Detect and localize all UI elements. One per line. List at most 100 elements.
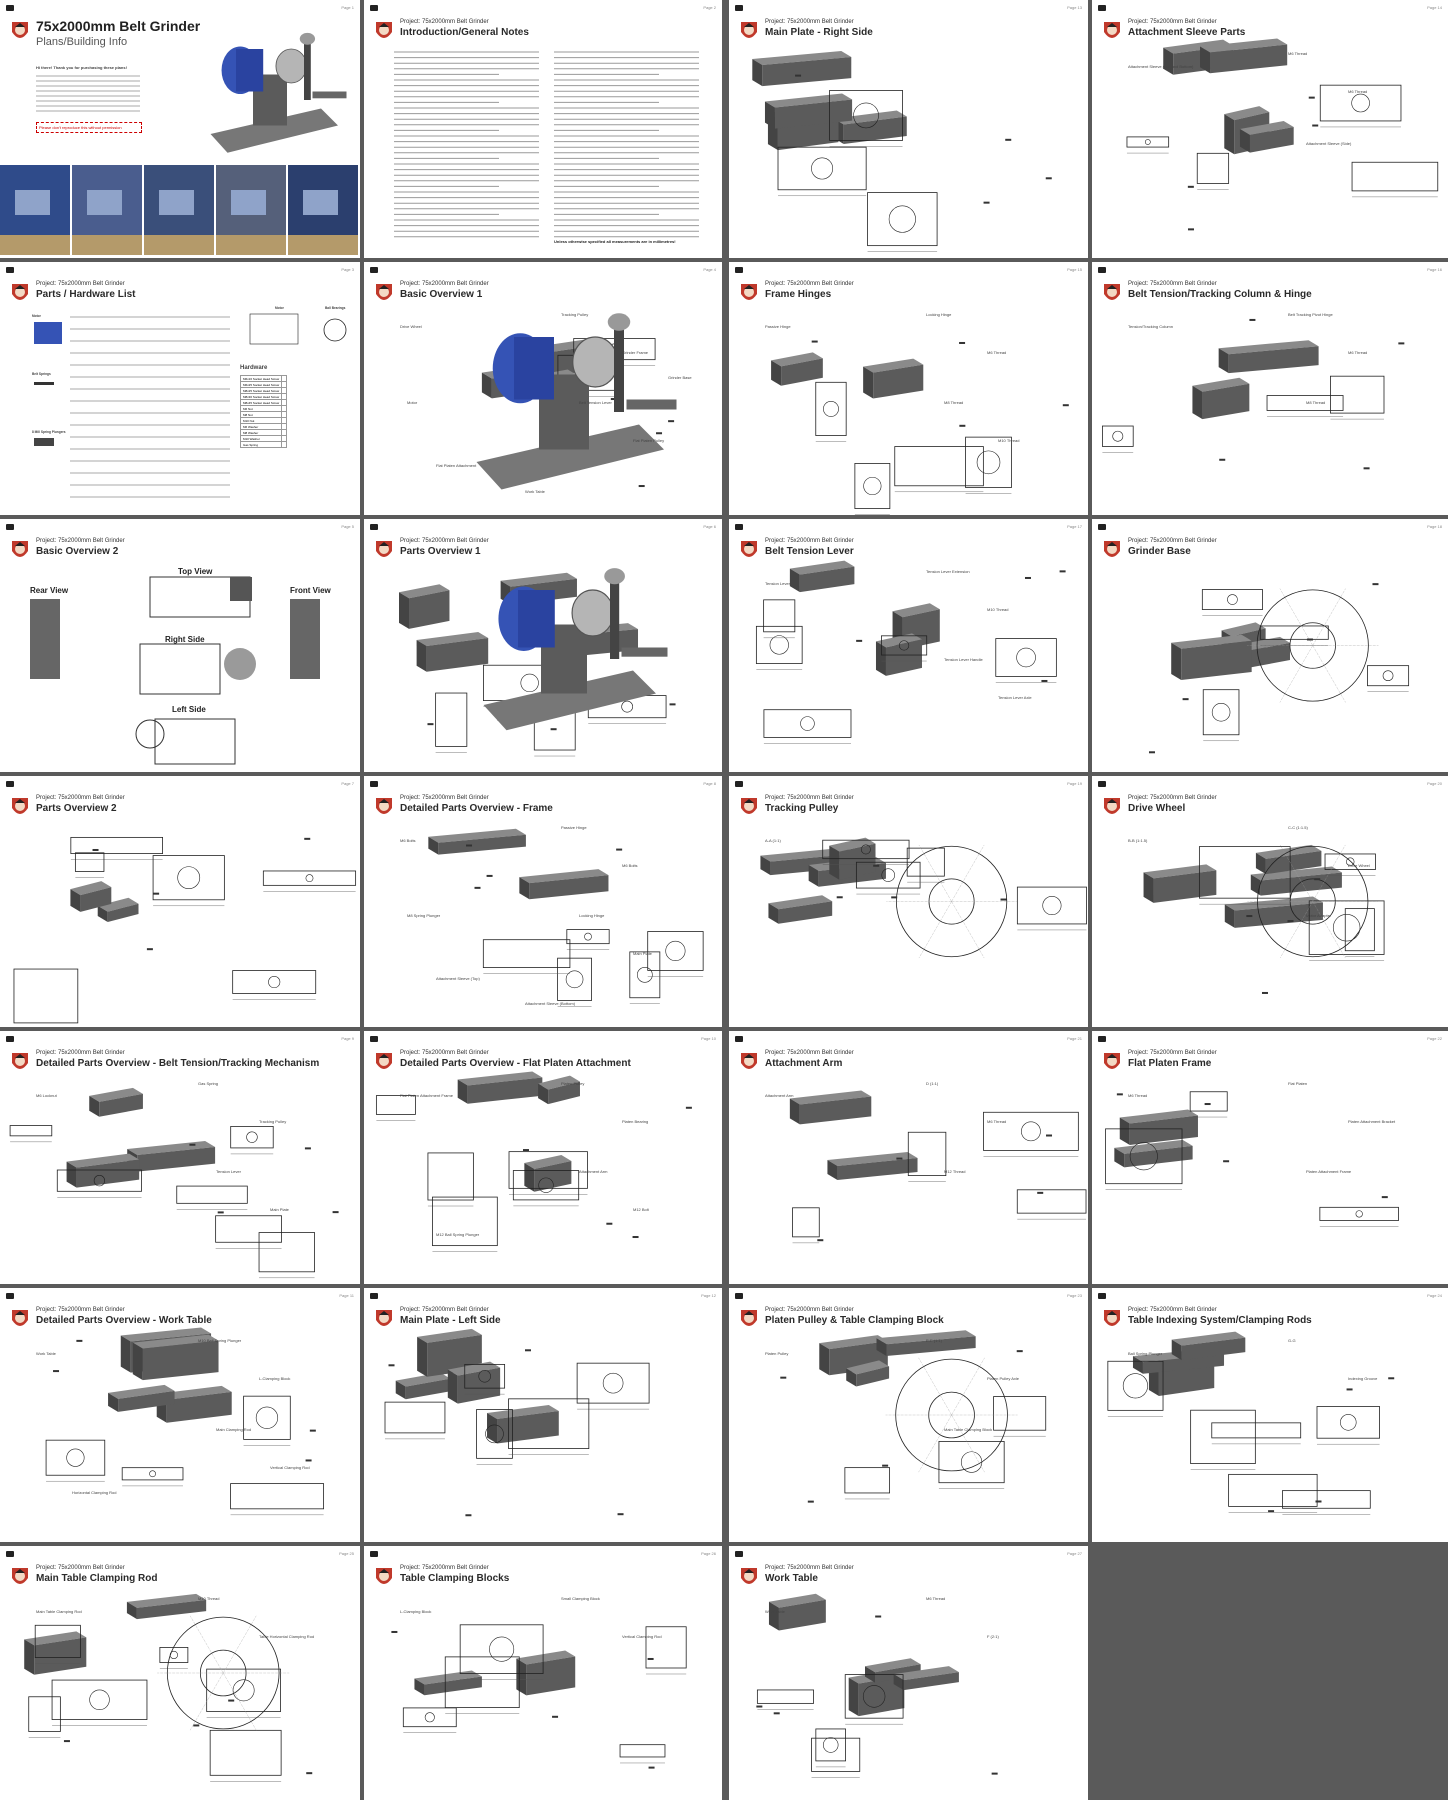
ortho-view	[13, 968, 79, 1024]
page-drawing	[13, 836, 357, 1024]
callout-label: Tension Lever Extension	[926, 569, 970, 574]
brand-logo-icon	[376, 1568, 392, 1584]
part-side-face	[1239, 129, 1250, 153]
page-number: Page 10	[701, 1036, 716, 1041]
ortho-view	[230, 1483, 325, 1510]
bolt	[427, 723, 434, 726]
centre-line	[918, 901, 952, 959]
bolt	[685, 1106, 692, 1109]
part-side-face	[789, 1098, 800, 1125]
brand-logo-icon	[376, 1053, 392, 1069]
callout-label: Tension Lever Handle	[944, 657, 983, 662]
bolt	[486, 874, 493, 877]
part-front-face	[1234, 902, 1323, 928]
bolt	[756, 1705, 763, 1708]
callout-label: Work Table	[765, 1609, 785, 1614]
part-top-face	[66, 1153, 140, 1168]
gas-spring-photo	[34, 382, 54, 385]
bore-hole	[853, 102, 879, 129]
part-top-face	[538, 1075, 580, 1090]
project-name: Project: 75x2000mm Belt Grinder	[400, 19, 489, 25]
rear-view	[30, 599, 60, 679]
table-row: Gas Spring	[239, 441, 288, 448]
part-front-face	[799, 566, 855, 593]
ortho-view	[1228, 1473, 1318, 1507]
bolt	[92, 848, 99, 851]
view-label: Top View	[178, 567, 213, 576]
page-title: Attachment Arm	[765, 1058, 843, 1069]
part-front-face	[80, 887, 112, 912]
page-drawing	[375, 1071, 692, 1252]
page-title: Platen Pulley & Table Clamping Block	[765, 1315, 944, 1326]
part-side-face	[417, 1336, 428, 1377]
bore-hole	[232, 1679, 255, 1702]
part-front-face	[875, 1664, 921, 1683]
callout-label: Attachment Sleeve (Bottom)	[525, 1001, 576, 1006]
page-drawing	[755, 560, 1066, 744]
part-top-face	[768, 1593, 826, 1608]
part-front-face	[837, 1158, 918, 1180]
ortho-view	[647, 931, 704, 971]
part-top-face	[1218, 340, 1319, 355]
bolt	[1314, 878, 1321, 881]
bolt	[550, 728, 557, 731]
part-top-face	[1171, 634, 1252, 649]
section-circle	[895, 1358, 1008, 1472]
page-title: Attachment Sleeve Parts	[1128, 27, 1246, 38]
project-name: Project: 75x2000mm Belt Grinder	[765, 19, 854, 25]
work-table	[621, 647, 668, 657]
brand-logo-icon	[12, 22, 28, 38]
part-front-face	[34, 1637, 87, 1675]
bolt	[1223, 1160, 1230, 1163]
spring-plunger-photo	[34, 438, 54, 446]
ortho-view	[215, 1215, 282, 1243]
part-front-face	[1265, 850, 1322, 875]
left-side-wheel	[135, 719, 165, 749]
project-name: Project: 75x2000mm Belt Grinder	[36, 1307, 125, 1313]
part-front-face	[99, 1093, 143, 1117]
part-side-face	[1119, 1117, 1130, 1145]
ortho-view	[1266, 395, 1344, 411]
brand-logo-icon	[12, 1310, 28, 1326]
ortho-view	[867, 192, 938, 247]
centre-line	[918, 1357, 952, 1416]
part-side-face	[1255, 852, 1266, 875]
project-name: Project: 75x2000mm Belt Grinder	[765, 1050, 854, 1056]
centre-line	[1312, 645, 1346, 703]
part-top-face	[414, 1670, 482, 1685]
part-front-face	[778, 901, 833, 924]
bolt	[305, 1459, 312, 1462]
view-label: Right Side	[165, 635, 205, 644]
ortho-view	[829, 90, 903, 141]
ortho-view	[1126, 136, 1170, 148]
part-side-face	[457, 1079, 468, 1104]
ortho-view	[427, 1152, 474, 1201]
